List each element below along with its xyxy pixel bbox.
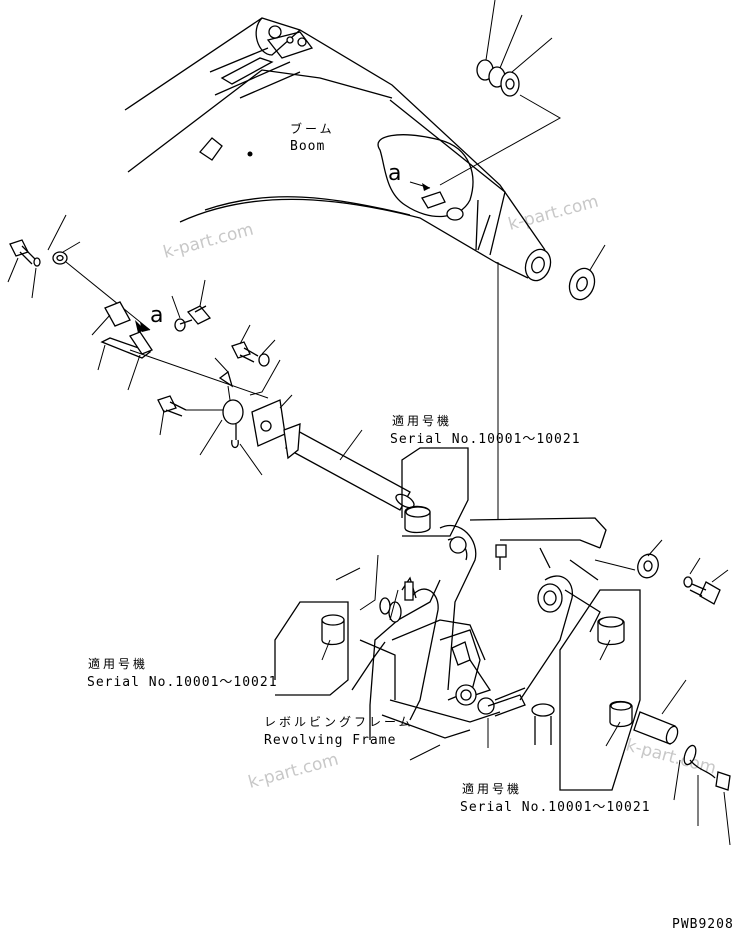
watermark-3: k-part.com bbox=[246, 750, 341, 793]
serial-note-2-en: Serial No.10001～10021 bbox=[87, 675, 278, 690]
detail-a-bubble-letter: a bbox=[388, 161, 401, 186]
frame-label-jp: レボルビングフレーム bbox=[264, 715, 414, 729]
detail-a-callout-letter: a bbox=[150, 303, 163, 328]
serial-note-3-en: Serial No.10001～10021 bbox=[460, 800, 651, 815]
serial-note-1-en: Serial No.10001～10021 bbox=[390, 432, 581, 447]
serial-note-1-jp: 適用号機 bbox=[392, 413, 452, 428]
boom-drawing: a bbox=[124, 0, 606, 520]
serial-note-2: 適用号機 Serial No.10001～10021 bbox=[87, 601, 349, 696]
frame-label-en: Revolving Frame bbox=[264, 733, 396, 748]
serial-note-3: 適用号機 Serial No.10001～10021 bbox=[460, 589, 651, 815]
drawing-code: PWB9208 bbox=[672, 917, 734, 932]
revolving-frame-drawing bbox=[335, 517, 607, 761]
boom-label-jp: ブーム bbox=[290, 121, 335, 136]
serial-note-2-jp: 適用号機 bbox=[88, 656, 148, 671]
serial-note-1: 適用号機 Serial No.10001～10021 bbox=[390, 413, 581, 537]
left-parts: a bbox=[7, 214, 293, 476]
boom-label-en: Boom bbox=[290, 139, 325, 154]
watermarks: k-part.com k-part.com k-part.com k-part.… bbox=[161, 192, 718, 793]
right-parts bbox=[594, 539, 731, 846]
serial-note-3-jp: 適用号機 bbox=[462, 781, 522, 796]
watermark-1: k-part.com bbox=[161, 220, 256, 263]
